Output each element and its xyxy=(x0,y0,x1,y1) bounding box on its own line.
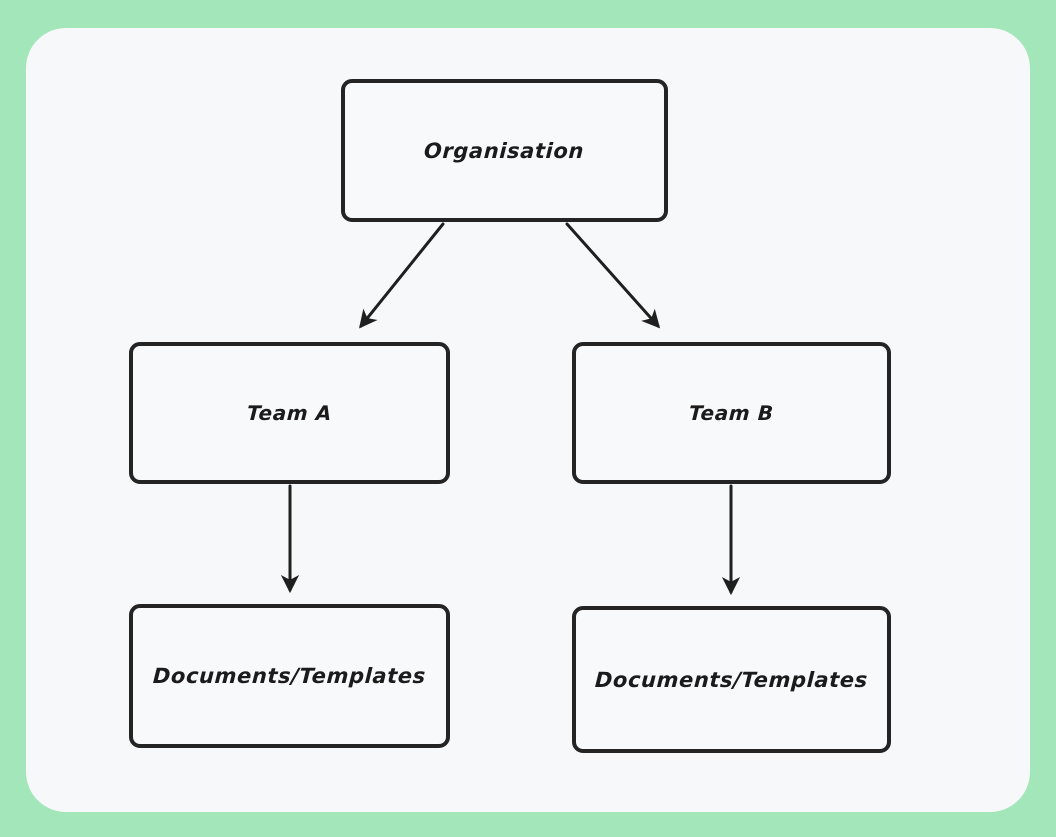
node-team-b[interactable]: Team B xyxy=(572,342,891,484)
node-documents-templates-b[interactable]: Documents/Templates xyxy=(572,606,891,753)
node-documents-templates-b-label: Documents/Templates xyxy=(594,667,869,692)
node-documents-templates-a[interactable]: Documents/Templates xyxy=(129,604,450,748)
node-team-a[interactable]: Team A xyxy=(129,342,450,484)
node-team-a-label: Team A xyxy=(246,401,333,425)
node-organisation-label: Organisation xyxy=(423,138,586,163)
node-team-b-label: Team B xyxy=(688,401,775,425)
node-organisation[interactable]: Organisation xyxy=(341,79,668,222)
node-documents-templates-a-label: Documents/Templates xyxy=(152,664,427,688)
